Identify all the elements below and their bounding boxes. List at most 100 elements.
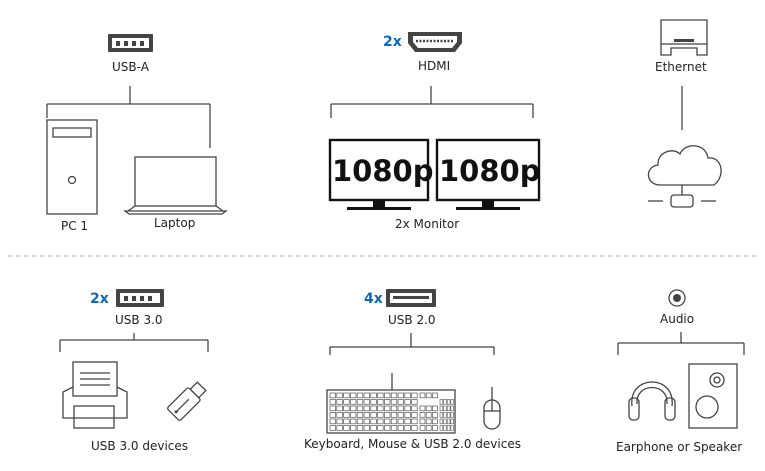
keyboard-key <box>356 412 364 418</box>
monitors-label: 2x Monitor <box>395 217 460 231</box>
keyboard-key <box>343 392 350 399</box>
keyboard-key <box>443 425 447 431</box>
keyboard-key <box>432 405 438 412</box>
usb2-connector-lines <box>329 333 495 390</box>
keyboard-key <box>404 392 411 399</box>
usb-2-port-icon <box>386 289 436 307</box>
keyboard-key <box>350 392 357 399</box>
keyboard-key <box>370 405 377 412</box>
usb2-label: USB 2.0 <box>388 313 436 327</box>
keyboard-key <box>336 405 343 412</box>
pc-tower-icon <box>46 119 98 215</box>
keyboard-key <box>350 405 357 412</box>
usb-a-port-icon <box>108 34 153 52</box>
keyboard-key <box>446 399 451 405</box>
keyboard-key <box>439 418 444 425</box>
usb3-connector-lines <box>59 333 209 352</box>
keyboard-key <box>343 399 350 405</box>
keyboard-key <box>363 425 370 431</box>
monitor-left-resolution: 1080p <box>332 154 434 188</box>
keyboard-key <box>397 425 404 431</box>
keyboard-key <box>419 425 426 431</box>
keyboard-key <box>450 418 454 425</box>
keyboard-key <box>350 412 357 418</box>
keyboard-key <box>397 412 404 418</box>
keyboard-key <box>356 399 364 405</box>
keyboard-key <box>439 412 444 418</box>
keyboard-key <box>370 425 377 431</box>
keyboard-key <box>419 392 426 399</box>
ethernet-label: Ethernet <box>655 60 707 74</box>
keyboard-key <box>384 392 391 399</box>
ethernet-port-icon <box>660 19 708 56</box>
keyboard-key <box>356 392 364 399</box>
keyboard-key <box>404 405 411 412</box>
keyboard-key <box>450 412 454 418</box>
keyboard-key <box>397 418 404 425</box>
keyboard-key <box>370 418 377 425</box>
keyboard-key <box>377 392 384 399</box>
keyboard-key <box>390 392 398 399</box>
usb3-devices-label: USB 3.0 devices <box>91 439 189 453</box>
keyboard-key <box>432 418 438 425</box>
headphones-icon <box>628 381 676 421</box>
keyboard-key <box>411 412 418 418</box>
keyboard-key <box>363 412 370 418</box>
usb3-multiplier: 2x <box>90 291 109 307</box>
keyboard-key <box>439 425 444 431</box>
hdmi-connector-lines <box>330 86 534 118</box>
keyboard-key <box>356 418 364 425</box>
keyboard-key <box>377 405 384 412</box>
keyboard-key <box>397 405 404 412</box>
keyboard-key <box>384 425 391 431</box>
audio-connector-lines <box>617 332 745 355</box>
keyboard-key <box>419 412 426 418</box>
keyboard-key <box>384 412 391 418</box>
keyboard-key <box>336 412 343 418</box>
audio-devices-label: Earphone or Speaker <box>616 440 743 454</box>
keyboard-key <box>363 405 370 412</box>
keyboard-key <box>432 392 438 399</box>
keyboard-key <box>404 418 411 425</box>
monitor-right-resolution: 1080p <box>439 154 541 188</box>
keyboard-key <box>443 399 447 405</box>
keyboard-key <box>443 405 447 412</box>
usb2-devices-label: Keyboard, Mouse & USB 2.0 devices <box>304 437 521 451</box>
keyboard-key <box>363 399 370 405</box>
keyboard-key <box>390 425 398 431</box>
keyboard-key <box>363 392 370 399</box>
keyboard-key <box>411 392 418 399</box>
keyboard-key <box>446 412 451 418</box>
keyboard-keys <box>329 392 454 431</box>
usb3-label: USB 3.0 <box>115 313 163 327</box>
keyboard-key <box>336 425 343 431</box>
keyboard-key <box>404 399 411 405</box>
usba-label: USB-A <box>112 60 149 74</box>
keyboard-key <box>450 425 454 431</box>
keyboard-key <box>450 399 454 405</box>
keyboard-key <box>329 418 336 425</box>
keyboard-key <box>443 418 447 425</box>
keyboard-key <box>404 412 411 418</box>
keyboard-key <box>384 418 391 425</box>
keyboard-key <box>390 405 398 412</box>
keyboard-key <box>397 392 404 399</box>
speaker-icon <box>688 363 738 429</box>
keyboard-key <box>397 399 404 405</box>
monitor-right-icon <box>435 138 541 210</box>
keyboard-key <box>370 412 377 418</box>
mouse-icon <box>483 387 501 430</box>
keyboard-key <box>329 399 336 405</box>
keyboard-key <box>356 405 364 412</box>
keyboard-key <box>329 412 336 418</box>
keyboard-key <box>419 418 426 425</box>
keyboard-key <box>336 418 343 425</box>
keyboard-key <box>329 405 336 412</box>
keyboard-key <box>370 399 377 405</box>
keyboard-key <box>363 418 370 425</box>
keyboard-key <box>432 412 438 418</box>
keyboard-key <box>377 418 384 425</box>
keyboard-key <box>377 399 384 405</box>
keyboard-key <box>425 392 432 399</box>
keyboard-key <box>439 405 444 412</box>
